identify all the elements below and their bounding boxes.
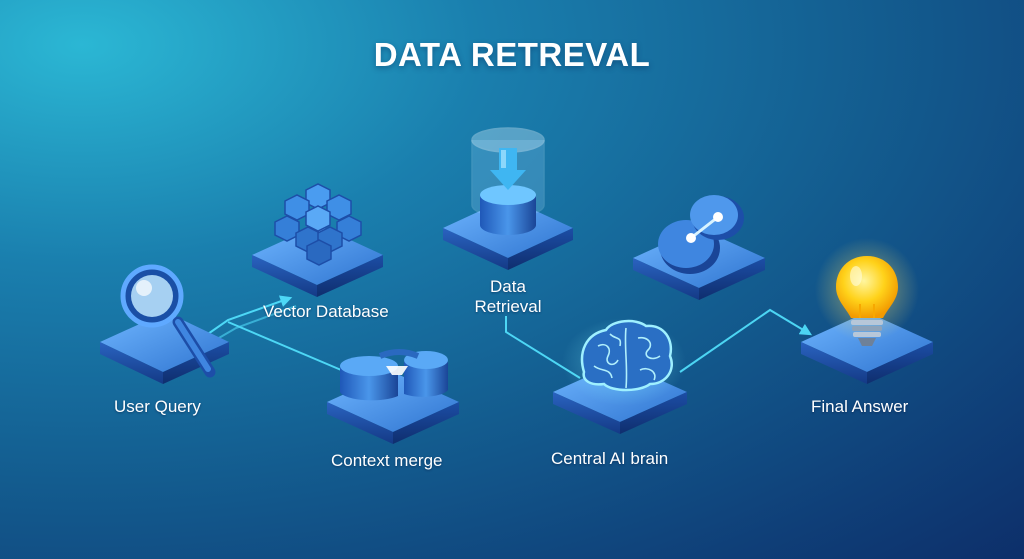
connector-query-to-vector [204, 295, 293, 337]
hexagon-grid-icon [274, 183, 362, 266]
label-context-merge: Context merge [331, 451, 443, 470]
split-cylinder-icon [340, 349, 448, 401]
brain-icon [562, 318, 686, 406]
label-user-query: User Query [114, 397, 201, 416]
magnifier-icon [120, 264, 216, 378]
label-data-retrieval: Data Retrieval [466, 277, 550, 317]
lightbulb-icon [815, 238, 919, 346]
connector-retrieval-to-brain [505, 316, 581, 379]
cylinder-download-icon [471, 127, 545, 235]
connector-brain-to-answer [679, 308, 813, 373]
connector-query-to-vector-parallel [211, 305, 297, 343]
toggle-link-icon [658, 195, 744, 274]
connector-lines [204, 295, 813, 379]
label-data-retrieval-line2: Retrieval [474, 297, 542, 316]
label-vector-database: Vector Database [263, 302, 389, 321]
label-central-brain: Central AI brain [551, 449, 669, 468]
platform-user-query [100, 312, 229, 384]
label-final-answer: Final Answer [811, 397, 909, 416]
connector-query-to-context [227, 321, 361, 379]
label-data-retrieval-line1: Data [490, 277, 526, 296]
diagram-title: DATA RETREVAL [373, 36, 651, 73]
